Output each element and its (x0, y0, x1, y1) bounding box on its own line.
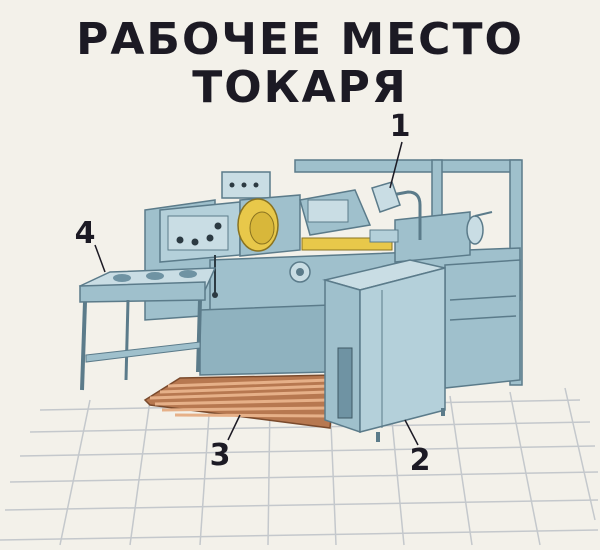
title-line-1: РАБОЧЕЕ МЕСТО (76, 14, 524, 65)
callout-1-label: 1 (390, 109, 411, 144)
headstock (159, 171, 301, 263)
work-lamp (371, 141, 422, 240)
callout-4-label: 4 (75, 216, 96, 251)
floor-tiles (0, 387, 599, 546)
tailstock (369, 211, 493, 263)
parts-table (78, 244, 217, 391)
callout-3-label: 3 (210, 438, 231, 473)
chuck (237, 198, 279, 252)
title-line-2: ТОКАРЯ (192, 62, 408, 113)
tool-cabinet (322, 259, 446, 446)
floor-grating (143, 374, 336, 441)
callout-2-label: 2 (410, 443, 431, 478)
